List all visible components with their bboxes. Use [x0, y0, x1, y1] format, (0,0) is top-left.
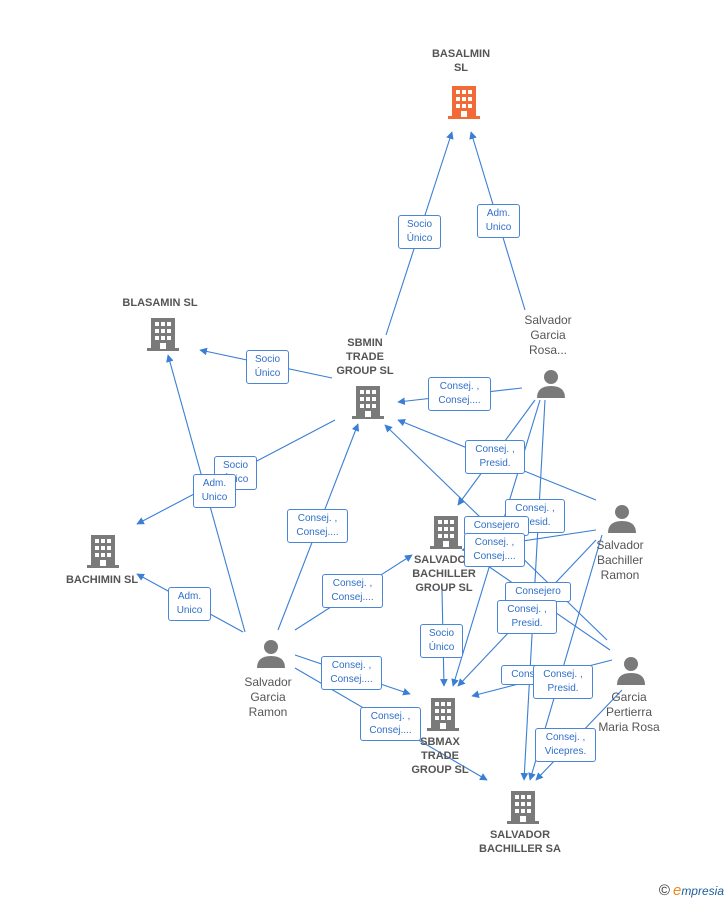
person-label-gp-rosa: Garcia Pertierra Maria Rosa: [598, 690, 660, 734]
edge-label-consej-vicepres[interactable]: Consej. , Vicepres.: [535, 728, 596, 762]
brand-watermark: ©empresia: [659, 882, 724, 899]
edge-label-socio-unico[interactable]: Socio Único: [246, 350, 289, 384]
building-icon[interactable]: [507, 789, 539, 825]
brand-logo-text: mpresia: [681, 884, 724, 898]
edge-label-consej[interactable]: Consej. , Consej....: [360, 707, 421, 741]
node-label-blasamin: BLASAMIN SL: [122, 297, 198, 309]
edge-label-consej-presid[interactable]: Consej. , Presid.: [497, 600, 557, 634]
building-icon[interactable]: [147, 316, 179, 352]
person-icon[interactable]: [536, 368, 566, 398]
node-label-sbmin: SBMIN TRADE GROUP SL: [336, 337, 394, 377]
person-icon[interactable]: [607, 503, 637, 533]
edge-label-consej[interactable]: Consej. , Consej....: [321, 656, 382, 690]
edge-label-consej[interactable]: Consej. , Consej....: [464, 533, 525, 567]
brand-logo-e: e: [672, 882, 682, 899]
edge-label-consej[interactable]: Consej. , Consej....: [322, 574, 383, 608]
person-label-sgr-rosa: Salvador Garcia Rosa...: [524, 313, 572, 357]
copyright-symbol: ©: [658, 882, 670, 899]
node-label-sbmax: SBMAX TRADE GROUP SL: [411, 736, 469, 776]
edge-label-consej[interactable]: Consej. , Consej....: [287, 509, 348, 543]
edge-label-adm-unico[interactable]: Adm. Unico: [193, 474, 236, 508]
building-icon[interactable]: [427, 696, 459, 732]
edge-label-consejero[interactable]: Consejero: [505, 582, 571, 602]
person-label-sg-ramon: Salvador Garcia Ramon: [244, 675, 292, 719]
building-icon[interactable]: [430, 514, 462, 550]
edge-label-adm-unico[interactable]: Adm. Unico: [477, 204, 520, 238]
edge-label-consej-presid[interactable]: Consej. , Presid.: [465, 440, 525, 474]
edge-label-adm-unico[interactable]: Adm. Unico: [168, 587, 211, 621]
building-icon[interactable]: [448, 84, 480, 120]
edge-label-socio-unico[interactable]: Socio Único: [420, 624, 463, 658]
person-icon[interactable]: [256, 638, 286, 668]
node-label-bachimin: BACHIMIN SL: [65, 574, 139, 586]
edge-label-consej[interactable]: Consej. , Consej....: [428, 377, 491, 411]
node-label-sb-sa: SALVADOR BACHILLER SA: [479, 829, 561, 855]
building-icon[interactable]: [352, 384, 384, 420]
person-label-sb-ramon: Salvador Bachiller Ramon: [596, 538, 644, 582]
building-icon[interactable]: [87, 533, 119, 569]
node-label-basalmin: BASALMIN SL: [431, 48, 491, 74]
node-label-sb-group: SALVADOR BACHILLER GROUP SL: [412, 554, 476, 594]
edge-label-socio-unico[interactable]: Socio Único: [398, 215, 441, 249]
edge-label-consej-presid[interactable]: Consej. , Presid.: [533, 665, 593, 699]
person-icon[interactable]: [616, 655, 646, 685]
